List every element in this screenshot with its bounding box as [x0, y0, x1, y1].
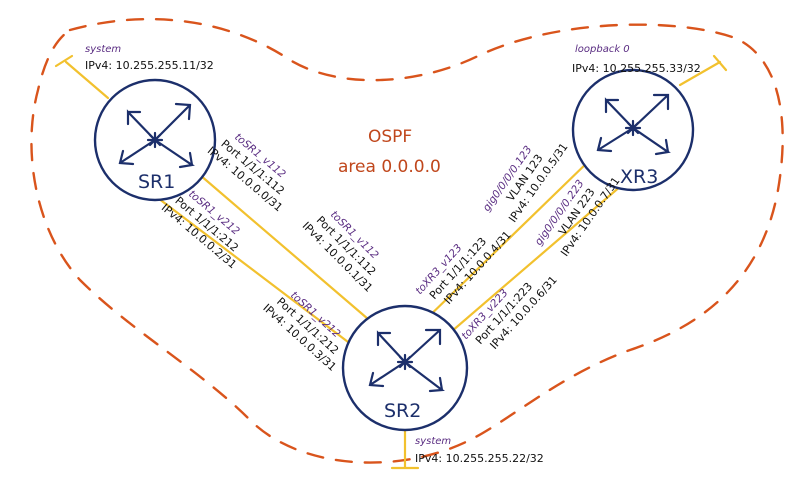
link-sr1-sr2-v212 — [148, 190, 354, 347]
router-icon — [118, 102, 195, 169]
router-icon — [596, 93, 671, 156]
xr3-loopback-label: loopback 0 — [575, 44, 630, 55]
xr3-loopback-ip: IPv4: 10.255.255.33/32 — [572, 62, 701, 75]
sr1-system-label: system — [85, 44, 121, 55]
router-xr3[interactable]: XR3 — [571, 68, 695, 192]
link-sr2-xr3-v123 — [418, 156, 594, 327]
link-label-sr2-v112: toSR1_v112 Port 1/1/1:112 IPv4: 10.0.0.1… — [300, 209, 381, 295]
sr2-system-ip: IPv4: 10.255.255.22/32 — [415, 452, 544, 465]
ospf-title: OSPF — [368, 127, 412, 147]
router-xr3-name: XR3 — [620, 166, 658, 188]
router-sr2-name: SR2 — [384, 400, 421, 422]
router-sr1[interactable]: SR1 — [93, 78, 217, 202]
router-sr1-name: SR1 — [138, 171, 175, 193]
ospf-area-label: area 0.0.0.0 — [338, 157, 441, 177]
link-sr2-xr3-v223 — [428, 183, 624, 352]
sr1-system-ip: IPv4: 10.255.255.11/32 — [85, 59, 214, 72]
sr1-system-stub — [54, 54, 110, 100]
ospf-area-boundary — [30, 17, 784, 464]
link-label-sr1-v112: toSR1_v112 Port 1/1/1:112 IPv4: 10.0.0.0… — [205, 131, 288, 214]
router-sr2[interactable]: SR2 — [341, 304, 469, 432]
router-icon — [368, 328, 445, 393]
link-sr1-sr2-v112 — [198, 173, 377, 327]
links — [54, 54, 728, 470]
xr3-loopback-stub — [678, 54, 728, 87]
sr2-system-label: system — [415, 436, 451, 447]
